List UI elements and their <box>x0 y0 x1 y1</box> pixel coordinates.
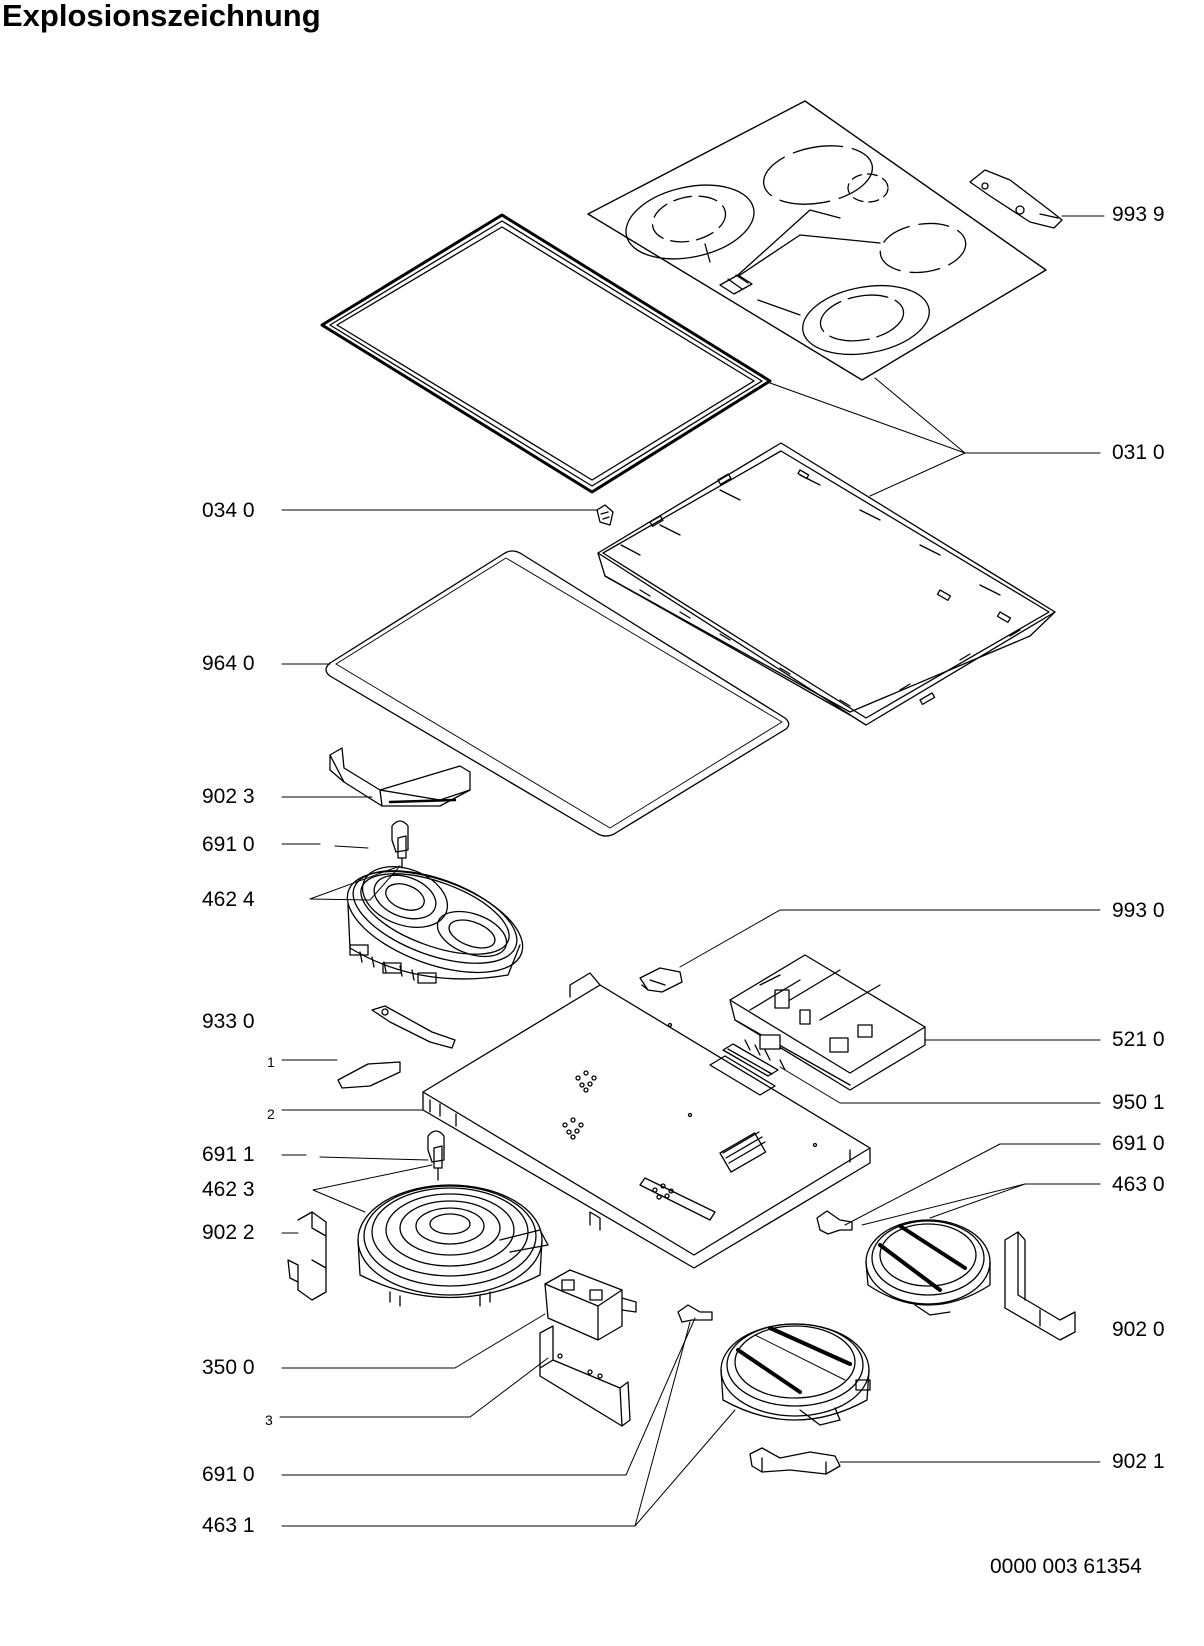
label-9021: 902 1 <box>1112 1450 1165 1473</box>
part-9021 <box>749 1447 841 1475</box>
connector-6911 <box>427 1130 445 1181</box>
round-heating-element <box>357 1184 549 1307</box>
clip-9930 <box>639 967 683 993</box>
clip-part <box>969 169 1063 229</box>
label-6910-bottom: 691 0 <box>202 1463 255 1486</box>
label-9939: 993 9 <box>1112 203 1165 226</box>
document-number: 0000 003 61354 <box>990 1555 1142 1578</box>
label-1: 1 <box>267 1054 275 1070</box>
label-6910-top: 691 0 <box>202 833 255 856</box>
label-9330: 933 0 <box>202 1010 255 1033</box>
bracket-9020 <box>1004 1231 1076 1341</box>
label-5210: 521 0 <box>1112 1028 1165 1051</box>
label-6911: 691 1 <box>202 1143 255 1166</box>
housing-tray <box>597 442 1056 726</box>
part-1 <box>337 1061 401 1089</box>
label-9501: 950 1 <box>1112 1091 1165 1114</box>
label-0310: 031 0 <box>1112 441 1165 464</box>
bottom-seal <box>325 550 790 837</box>
connector-6910-top <box>391 820 409 869</box>
seal-frame <box>320 213 772 494</box>
ring-heater-4631 <box>720 1323 871 1426</box>
ceramic-glass-top <box>587 100 1047 381</box>
bracket-3 <box>539 1325 631 1427</box>
label-2: 2 <box>267 1106 275 1122</box>
ring-heater-4630 <box>865 1219 991 1316</box>
bracket-9022 <box>287 1211 327 1301</box>
label-6910-right: 691 0 <box>1112 1132 1165 1155</box>
label-9022: 902 2 <box>202 1221 255 1244</box>
label-3500: 350 0 <box>202 1356 255 1379</box>
connector-6910-right <box>816 1210 853 1235</box>
label-0340: 034 0 <box>202 499 255 522</box>
bracket-9023 <box>329 747 471 807</box>
small-clip <box>596 504 614 526</box>
connector-6910-middle <box>677 1304 713 1323</box>
label-9020: 902 0 <box>1112 1318 1165 1341</box>
diagram-title: Explosionszeichnung <box>2 0 321 33</box>
base-plate <box>422 972 871 1269</box>
label-9023: 902 3 <box>202 785 255 808</box>
label-4630: 463 0 <box>1112 1173 1165 1196</box>
switch-block <box>544 1269 637 1341</box>
label-3: 3 <box>265 1412 273 1428</box>
oval-heating-element <box>346 866 524 984</box>
control-module <box>729 954 926 1091</box>
label-9930: 993 0 <box>1112 899 1165 922</box>
label-9640: 964 0 <box>202 652 255 675</box>
label-4623: 462 3 <box>202 1178 255 1201</box>
part-9330 <box>371 1005 456 1049</box>
leader-lines <box>279 215 1105 1527</box>
part-9501 <box>722 1043 779 1077</box>
label-4631: 463 1 <box>202 1514 255 1537</box>
label-4624: 462 4 <box>202 888 255 911</box>
